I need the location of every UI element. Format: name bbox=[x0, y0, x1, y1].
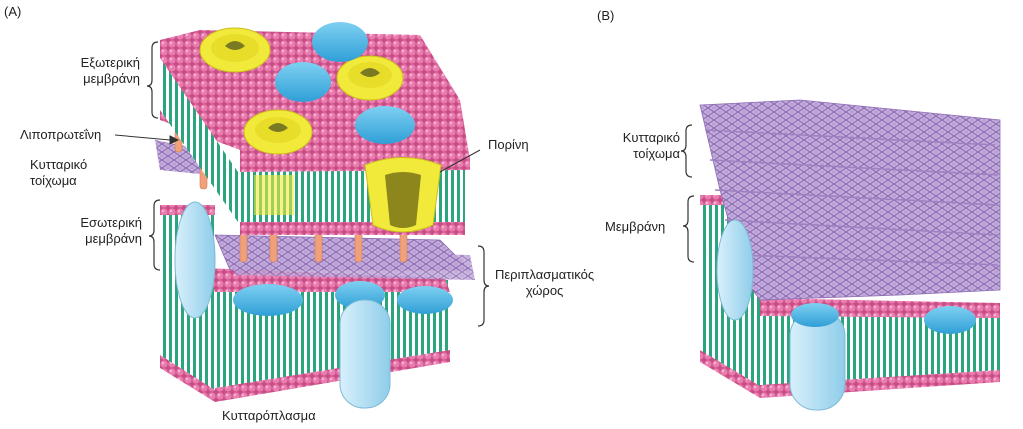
panel-b-tag: (B) bbox=[597, 8, 615, 23]
membrane-proteins-blue bbox=[233, 22, 453, 316]
porin-2 bbox=[336, 55, 404, 101]
cell-wall-b bbox=[699, 99, 1001, 301]
outer-membrane-label-line2: μεμβράνη bbox=[83, 71, 140, 86]
periplasmic-space-label-line2: χώρος bbox=[525, 283, 564, 298]
cell-wall-label-a: Κυτταρικό τοίχωμα bbox=[30, 157, 87, 189]
cell-wall-label-a-line2: τοίχωμα bbox=[30, 173, 77, 188]
inner-membrane-label-line2: μεμβράνη bbox=[85, 231, 142, 246]
inner-membrane-label: Εσωτερική μεμβράνη bbox=[80, 215, 142, 247]
outer-membrane-label: Εξωτερική μεμβράνη bbox=[70, 55, 140, 87]
transmembrane-proteins bbox=[174, 201, 391, 409]
lipoprotein-label: Λιποπρωτεΐνη bbox=[20, 127, 102, 142]
panel-a-brackets bbox=[146, 41, 490, 327]
cell-wall-label-b: Κυτταρικό τοίχωμα bbox=[600, 130, 680, 162]
porin-1 bbox=[199, 27, 271, 73]
porin-3 bbox=[243, 109, 313, 155]
cell-wall-label-b-line1: Κυτταρικό bbox=[622, 130, 680, 145]
porin-label: Πορίνη bbox=[488, 137, 529, 152]
periplasmic-space-label: Περιπλασματικός χώρος bbox=[495, 267, 594, 299]
membrane-label-b: Μεμβράνη bbox=[605, 219, 666, 234]
panel-b-illustration bbox=[699, 99, 1001, 411]
periplasmic-space-label-line1: Περιπλασματικός bbox=[495, 267, 595, 282]
panel-a-tag: (A) bbox=[4, 4, 22, 19]
panel-a-pointers bbox=[114, 134, 481, 173]
cell-wall-label-b-line2: τοίχωμα bbox=[633, 146, 680, 161]
outer-membrane-label-line1: Εξωτερική bbox=[80, 55, 140, 70]
panel-a-illustration bbox=[155, 22, 475, 409]
porin-cutaway bbox=[254, 157, 442, 233]
porin-proteins bbox=[199, 27, 442, 233]
cell-wall-label-a-line1: Κυτταρικό bbox=[30, 157, 88, 172]
inner-membrane-label-line1: Εσωτερική bbox=[80, 215, 142, 230]
panel-b-brackets bbox=[680, 124, 695, 263]
membrane-proteins-b bbox=[716, 219, 976, 411]
cytoplasm-label: Κυτταρόπλασμα bbox=[222, 408, 316, 423]
